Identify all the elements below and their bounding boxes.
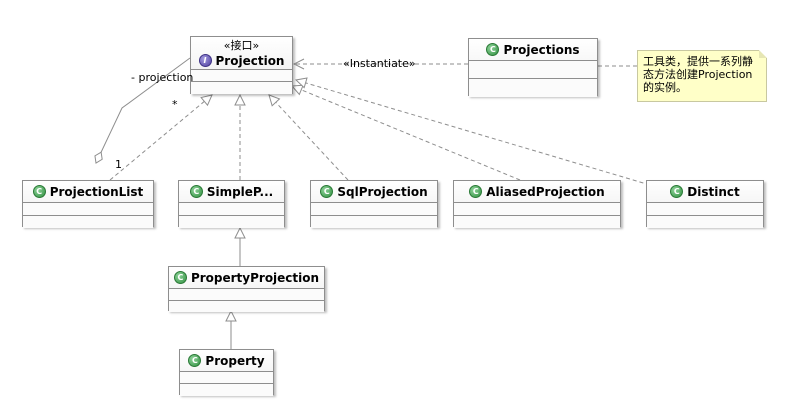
class-name: SqlProjection bbox=[337, 184, 428, 199]
attributes-section bbox=[454, 202, 620, 215]
class-propertyprojection[interactable]: C PropertyProjection bbox=[168, 266, 325, 312]
role-label: - projection bbox=[131, 71, 194, 84]
class-name: PropertyProjection bbox=[190, 270, 320, 285]
attributes-section bbox=[469, 60, 597, 78]
operations-section bbox=[454, 215, 620, 228]
class-simpleprojection[interactable]: C SimpleP... bbox=[178, 180, 285, 228]
class-icon: C bbox=[670, 185, 684, 198]
class-name: SimpleP... bbox=[206, 184, 274, 199]
operations-section bbox=[311, 215, 437, 228]
stereotype-label: «接口» bbox=[223, 39, 260, 52]
class-icon: C bbox=[188, 354, 202, 367]
attributes-section bbox=[647, 202, 763, 215]
class-property[interactable]: C Property bbox=[179, 349, 274, 396]
note-text: 工具类，提供一系列静态方法创建Projection的实例。 bbox=[643, 55, 753, 94]
class-name: Projection bbox=[215, 53, 285, 68]
class-icon: C bbox=[486, 43, 500, 56]
class-projectionlist[interactable]: C ProjectionList bbox=[22, 180, 154, 228]
projectionlist-aggregation bbox=[94, 57, 191, 164]
note[interactable]: 工具类，提供一系列静态方法创建Projection的实例。 bbox=[637, 50, 767, 102]
operations-section bbox=[179, 215, 284, 228]
operations-section bbox=[180, 383, 273, 396]
attributes-section bbox=[179, 202, 284, 215]
operations-section bbox=[191, 81, 292, 94]
projectionlist-realization bbox=[109, 95, 212, 181]
multiplicity-one-label: 1 bbox=[115, 158, 122, 171]
attributes-section bbox=[23, 202, 153, 215]
class-projection[interactable]: «接口» I Projection bbox=[190, 36, 293, 94]
class-distinct[interactable]: C Distinct bbox=[646, 180, 764, 228]
class-name: Property bbox=[205, 353, 265, 368]
sqlprojection-realization bbox=[269, 95, 349, 181]
aliasedprojection-realization bbox=[292, 86, 521, 181]
class-sqlprojection[interactable]: C SqlProjection bbox=[310, 180, 438, 228]
attributes-section bbox=[311, 202, 437, 215]
operations-section bbox=[647, 215, 763, 228]
operations-section bbox=[169, 300, 324, 312]
class-name: Projections bbox=[503, 42, 580, 57]
class-icon: C bbox=[189, 185, 203, 198]
interface-icon: I bbox=[198, 54, 212, 67]
class-icon: C bbox=[173, 271, 187, 284]
instantiate-label: «Instantiate» bbox=[343, 57, 416, 70]
class-icon: C bbox=[469, 185, 483, 198]
operations-section bbox=[469, 78, 597, 97]
attributes-section bbox=[180, 371, 273, 383]
distinct-realization bbox=[296, 80, 651, 186]
class-icon: C bbox=[32, 185, 46, 198]
class-name: AliasedProjection bbox=[486, 184, 605, 199]
class-projections[interactable]: C Projections bbox=[468, 38, 598, 97]
class-aliasedprojection[interactable]: C AliasedProjection bbox=[453, 180, 621, 228]
attributes-section bbox=[169, 288, 324, 300]
operations-section bbox=[23, 215, 153, 228]
class-name: Distinct bbox=[687, 184, 740, 199]
class-name: ProjectionList bbox=[49, 184, 144, 199]
class-icon: C bbox=[320, 185, 334, 198]
attributes-section bbox=[191, 69, 292, 81]
multiplicity-many-label: * bbox=[172, 98, 178, 111]
